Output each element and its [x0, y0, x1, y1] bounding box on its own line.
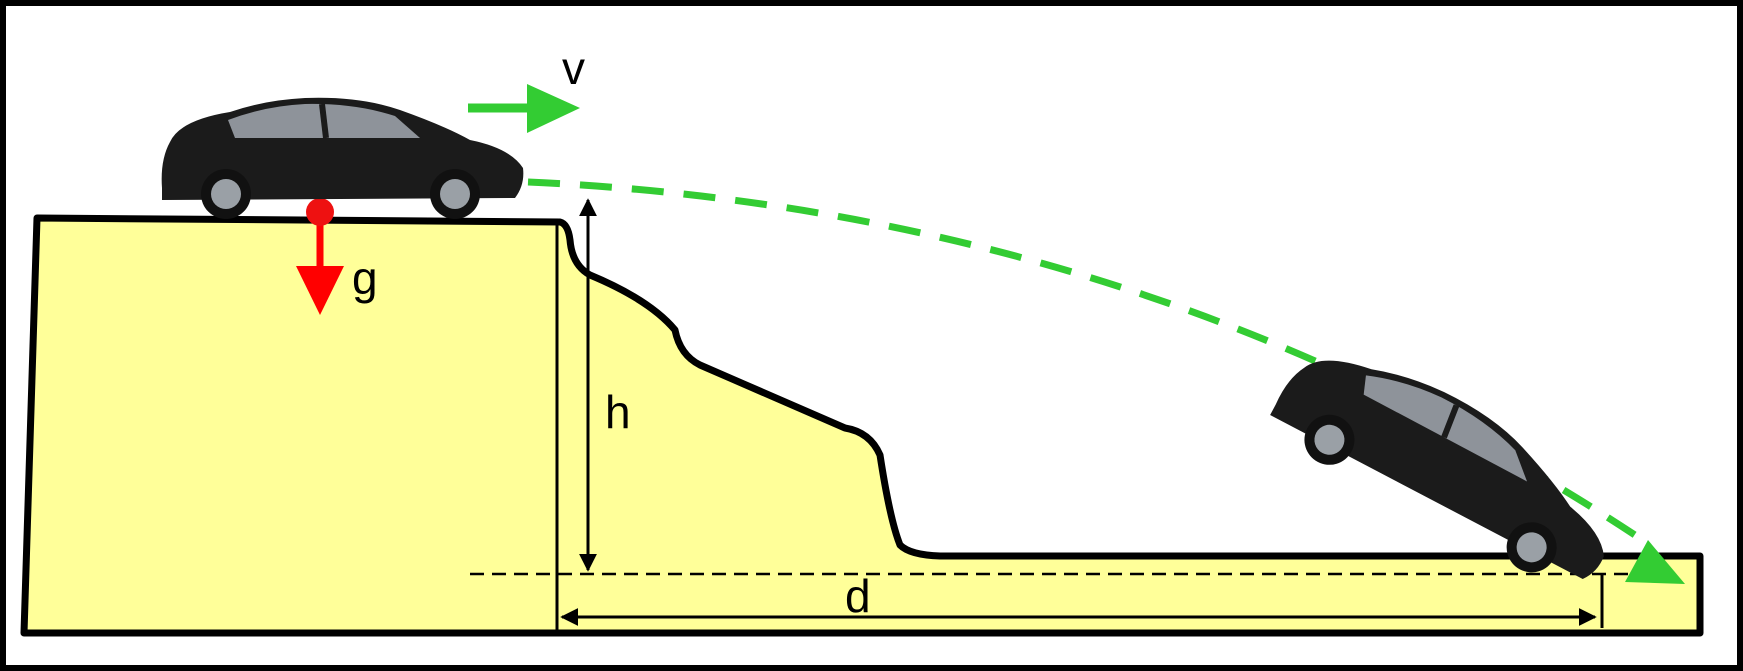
trajectory-arrowhead [1625, 540, 1685, 584]
car-top [161, 97, 524, 219]
velocity-label: v [562, 42, 585, 94]
car-landing-front-rim [1516, 532, 1547, 563]
car-landing-rear-rim [1314, 424, 1345, 455]
height-label: h [605, 386, 631, 438]
car-landing-pillar [1441, 404, 1460, 439]
gravity-arrowhead [296, 266, 344, 315]
distance-label: d [845, 570, 871, 622]
car-top-pillar [319, 103, 329, 139]
gravity-label: g [352, 252, 378, 304]
car-top-front-rim [440, 179, 470, 209]
cliff-ground [20, 214, 1704, 637]
center-of-mass-dot [306, 198, 334, 226]
car-landing-body [1270, 360, 1604, 580]
car-top-rear-rim [211, 179, 241, 209]
velocity-arrowhead [527, 84, 580, 133]
car-landing [1270, 360, 1604, 580]
